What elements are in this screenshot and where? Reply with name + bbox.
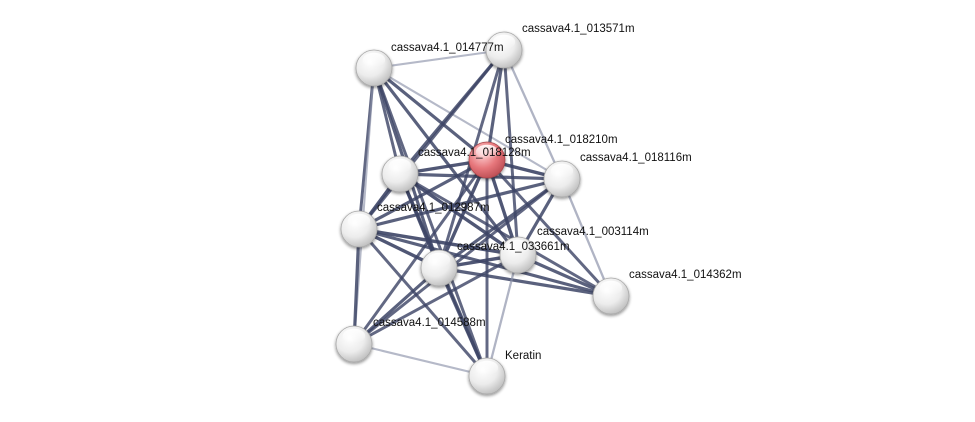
node-label-keratin: Keratin xyxy=(505,350,541,362)
edge-cassava4-1-018128m-to-cassava4-1-014362m[interactable] xyxy=(398,172,613,298)
node-label-cassava4-1-018210m: cassava4.1_018210m xyxy=(505,134,618,146)
node-label-cassava4-1-018116m: cassava4.1_018116m xyxy=(580,152,692,164)
nodes-layer xyxy=(335,31,630,395)
edge-cassava4-1-012987m-to-cassava4-1-003114m[interactable] xyxy=(357,227,520,257)
edge-cassava4-1-012987m-to-cassava4-1-014362m[interactable] xyxy=(357,227,613,298)
node-highlight xyxy=(427,252,451,268)
node-highlight xyxy=(388,158,412,174)
node-highlight xyxy=(342,328,366,344)
edge-cassava4-1-014777m-to-keratin[interactable] xyxy=(372,66,489,378)
node-cassava4-1-003114m[interactable] xyxy=(499,236,537,274)
edge-cassava4-1-014588m-to-keratin[interactable] xyxy=(352,342,489,378)
edge-cassava4-1-014777m-to-cassava4-1-018116m[interactable] xyxy=(372,66,564,181)
node-cassava4-1-033661m[interactable] xyxy=(420,249,458,287)
edge-cassava4-1-018116m-to-cassava4-1-014588m[interactable] xyxy=(352,177,564,346)
edge-cassava4-1-014777m-to-cassava4-1-003114m[interactable] xyxy=(372,66,520,257)
node-cassava4-1-014362m[interactable] xyxy=(592,277,630,315)
edge-cassava4-1-018128m-to-cassava4-1-003114m[interactable] xyxy=(398,172,520,257)
edge-cassava4-1-012987m-to-cassava4-1-014588m[interactable] xyxy=(352,227,361,346)
edge-cassava4-1-013571m-to-cassava4-1-018116m[interactable] xyxy=(502,48,564,181)
edge-cassava4-1-018116m-to-cassava4-1-014362m[interactable] xyxy=(560,177,613,298)
edge-cassava4-1-003114m-to-cassava4-1-014588m[interactable] xyxy=(352,253,520,346)
node-highlight xyxy=(475,360,499,376)
node-cassava4-1-014588m[interactable] xyxy=(335,325,373,363)
node-cassava4-1-018116m[interactable] xyxy=(543,160,581,198)
edge-cassava4-1-033661m-to-cassava4-1-014362m[interactable] xyxy=(437,266,613,298)
edge-cassava4-1-033661m-to-cassava4-1-014588m[interactable] xyxy=(352,266,441,346)
node-cassava4-1-018128m[interactable] xyxy=(381,155,419,193)
node-highlight xyxy=(492,34,516,50)
node-highlight xyxy=(347,213,371,229)
node-highlight xyxy=(550,163,574,179)
node-label-cassava4-1-014362m: cassava4.1_014362m xyxy=(629,269,742,281)
node-label-cassava4-1-003114m: cassava4.1_003114m xyxy=(537,226,649,238)
edge-cassava4-1-014777m-to-cassava4-1-018210m[interactable] xyxy=(372,66,489,162)
edge-cassava4-1-013571m-to-cassava4-1-018210m[interactable] xyxy=(485,48,506,162)
labels-layer: cassava4.1_014777m cassava4.1_013571mcass… xyxy=(373,23,742,362)
edge-cassava4-1-033661m-to-keratin[interactable] xyxy=(437,266,489,378)
node-label-cassava4-1-033661m: cassava4.1_033661m xyxy=(457,241,570,253)
node-cassava4-1-014777m[interactable] xyxy=(355,49,393,87)
edge-cassava4-1-018210m-to-cassava4-1-014588m[interactable] xyxy=(352,158,489,346)
node-cassava4-1-013571m[interactable] xyxy=(485,31,523,69)
node-highlight xyxy=(599,280,623,296)
node-label-cassava4-1-012987m: cassava4.1_012987m xyxy=(377,202,490,214)
node-cassava4-1-012987m[interactable] xyxy=(340,210,378,248)
node-label-cassava4-1-014777m: cassava4.1_014777m xyxy=(391,42,504,54)
edge-cassava4-1-018210m-to-cassava4-1-014362m[interactable] xyxy=(485,158,613,298)
edge-cassava4-1-013571m-to-cassava4-1-003114m[interactable] xyxy=(502,48,520,257)
edge-cassava4-1-018116m-to-cassava4-1-012987m[interactable] xyxy=(357,177,564,231)
node-label-cassava4-1-013571m: cassava4.1_013571m xyxy=(522,23,635,35)
edge-cassava4-1-003114m-to-keratin[interactable] xyxy=(485,253,520,378)
node-highlight xyxy=(475,144,499,160)
edge-cassava4-1-012987m-to-keratin[interactable] xyxy=(357,227,489,378)
node-label-cassava4-1-014588m: cassava4.1_014588m xyxy=(373,317,486,329)
edge-cassava4-1-014777m-to-cassava4-1-013571m[interactable] xyxy=(372,48,506,70)
node-keratin[interactable] xyxy=(468,357,506,395)
node-highlight xyxy=(506,239,530,255)
node-highlight xyxy=(362,52,386,68)
node-label-cassava4-1-018128m: cassava4.1_018128m xyxy=(418,147,531,159)
edge-cassava4-1-018210m-to-cassava4-1-012987m[interactable] xyxy=(357,158,489,231)
node-cassava4-1-018210m[interactable] xyxy=(468,141,506,179)
